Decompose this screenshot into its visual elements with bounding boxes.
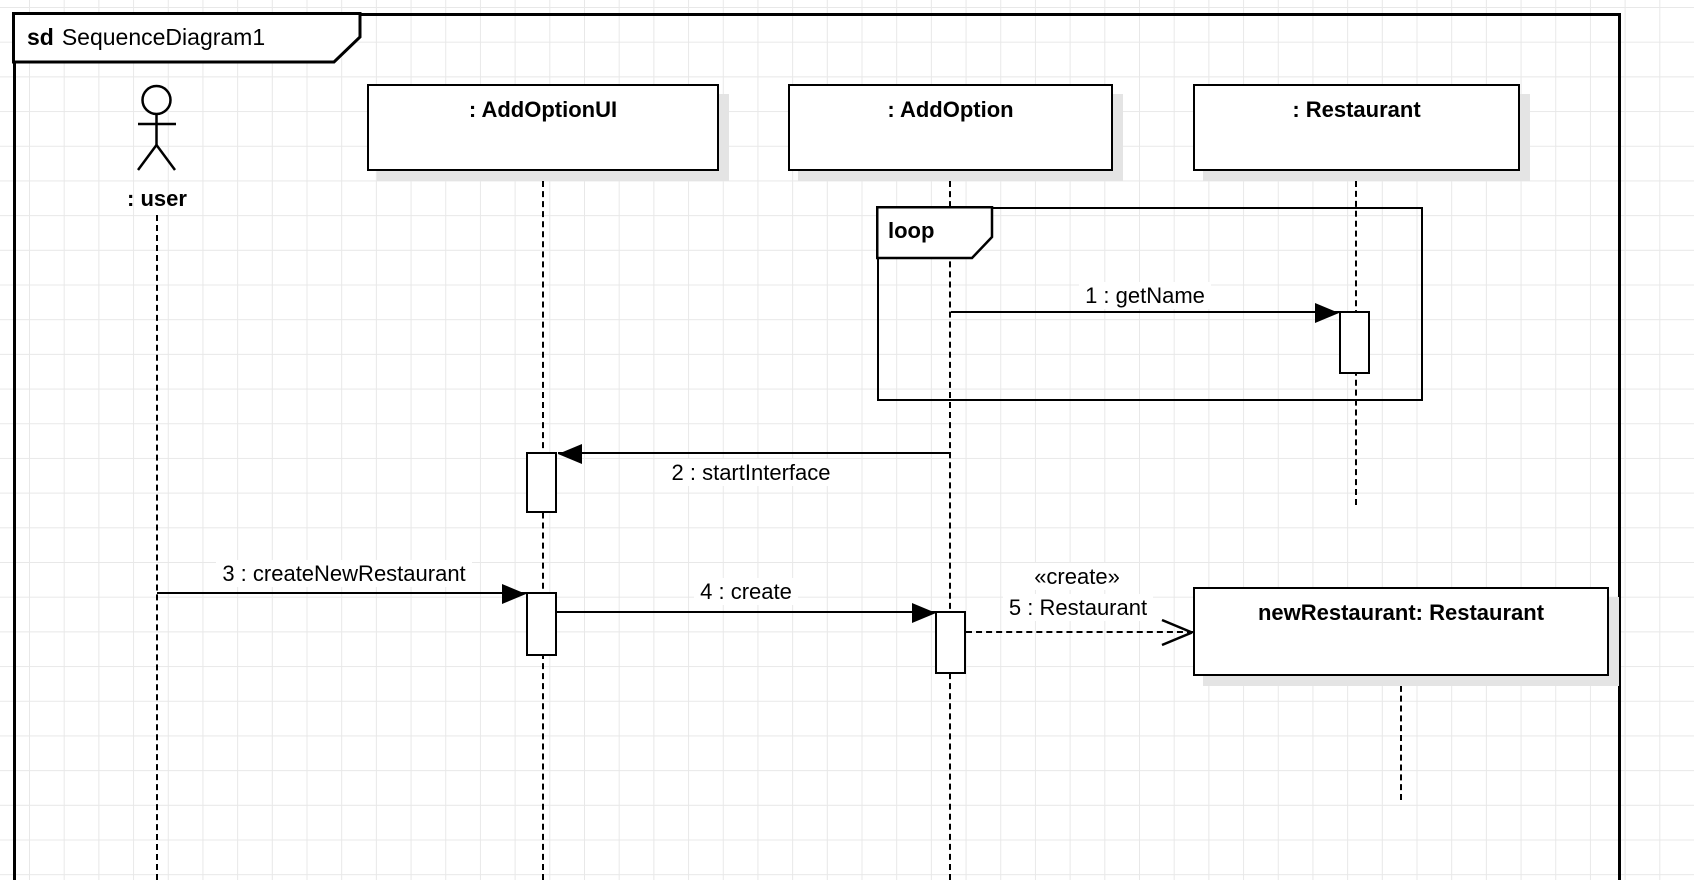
frame-title-label: SequenceDiagram1 <box>61 24 266 50</box>
loop-fragment[interactable] <box>877 207 1423 401</box>
activation-bar-addoptionui-msg2[interactable] <box>526 452 557 513</box>
message-2-label: 2 : startInterface <box>601 459 901 486</box>
actor-label: : user <box>127 186 187 211</box>
message-4-arrowhead-icon <box>912 602 936 623</box>
object-newrestaurant[interactable]: newRestaurant: Restaurant <box>1193 587 1609 676</box>
message-5-line[interactable] <box>966 631 1193 633</box>
lifeline-newrestaurant[interactable] <box>1400 676 1402 800</box>
loop-operator-label: loop <box>888 218 935 243</box>
message-4-line[interactable] <box>557 611 936 613</box>
loop-operator-tab[interactable] <box>875 205 998 261</box>
lifeline-head-addoption[interactable]: : AddOption <box>788 84 1113 171</box>
message-1-label: 1 : getName <box>995 282 1295 309</box>
sd-frame-title: sd SequenceDiagram1 <box>27 24 265 51</box>
message-5-label: 5 : Restaurant <box>928 594 1228 621</box>
sd-frame-title-tab[interactable] <box>11 11 364 65</box>
message-2-arrowhead-icon <box>558 443 582 464</box>
lifeline-head-restaurant-label: : Restaurant <box>1292 97 1421 122</box>
message-5-open-arrowhead-icon <box>1161 618 1193 647</box>
message-4-label: 4 : create <box>596 578 896 605</box>
activation-bar-addoption-msg4[interactable] <box>935 611 966 674</box>
lifeline-head-addoptionui-label: : AddOptionUI <box>468 97 618 122</box>
actor-icon[interactable] <box>126 81 188 173</box>
message-3-label: 3 : createNewRestaurant <box>169 560 519 587</box>
lifeline-addoptionui[interactable] <box>541 171 544 880</box>
activation-bar-restaurant[interactable] <box>1339 311 1370 374</box>
message-2-line[interactable] <box>558 452 951 454</box>
object-newrestaurant-label: newRestaurant: Restaurant <box>1257 600 1545 625</box>
lifeline-user[interactable] <box>155 215 158 880</box>
lifeline-head-addoption-label: : AddOption <box>887 97 1014 122</box>
lifeline-head-addoptionui[interactable]: : AddOptionUI <box>367 84 719 171</box>
lifeline-addoption[interactable] <box>949 171 951 880</box>
sd-frame[interactable] <box>13 13 1621 880</box>
message-1-arrowhead-icon <box>1315 302 1339 323</box>
message-3-arrowhead-icon <box>502 583 526 604</box>
activation-bar-addoptionui-msg3[interactable] <box>526 592 557 656</box>
message-5-stereotype: «create» <box>927 563 1227 590</box>
frame-operator-label: sd <box>27 24 54 50</box>
message-1-line[interactable] <box>951 311 1339 313</box>
lifeline-head-restaurant[interactable]: : Restaurant <box>1193 84 1520 171</box>
message-3-line[interactable] <box>157 592 526 594</box>
